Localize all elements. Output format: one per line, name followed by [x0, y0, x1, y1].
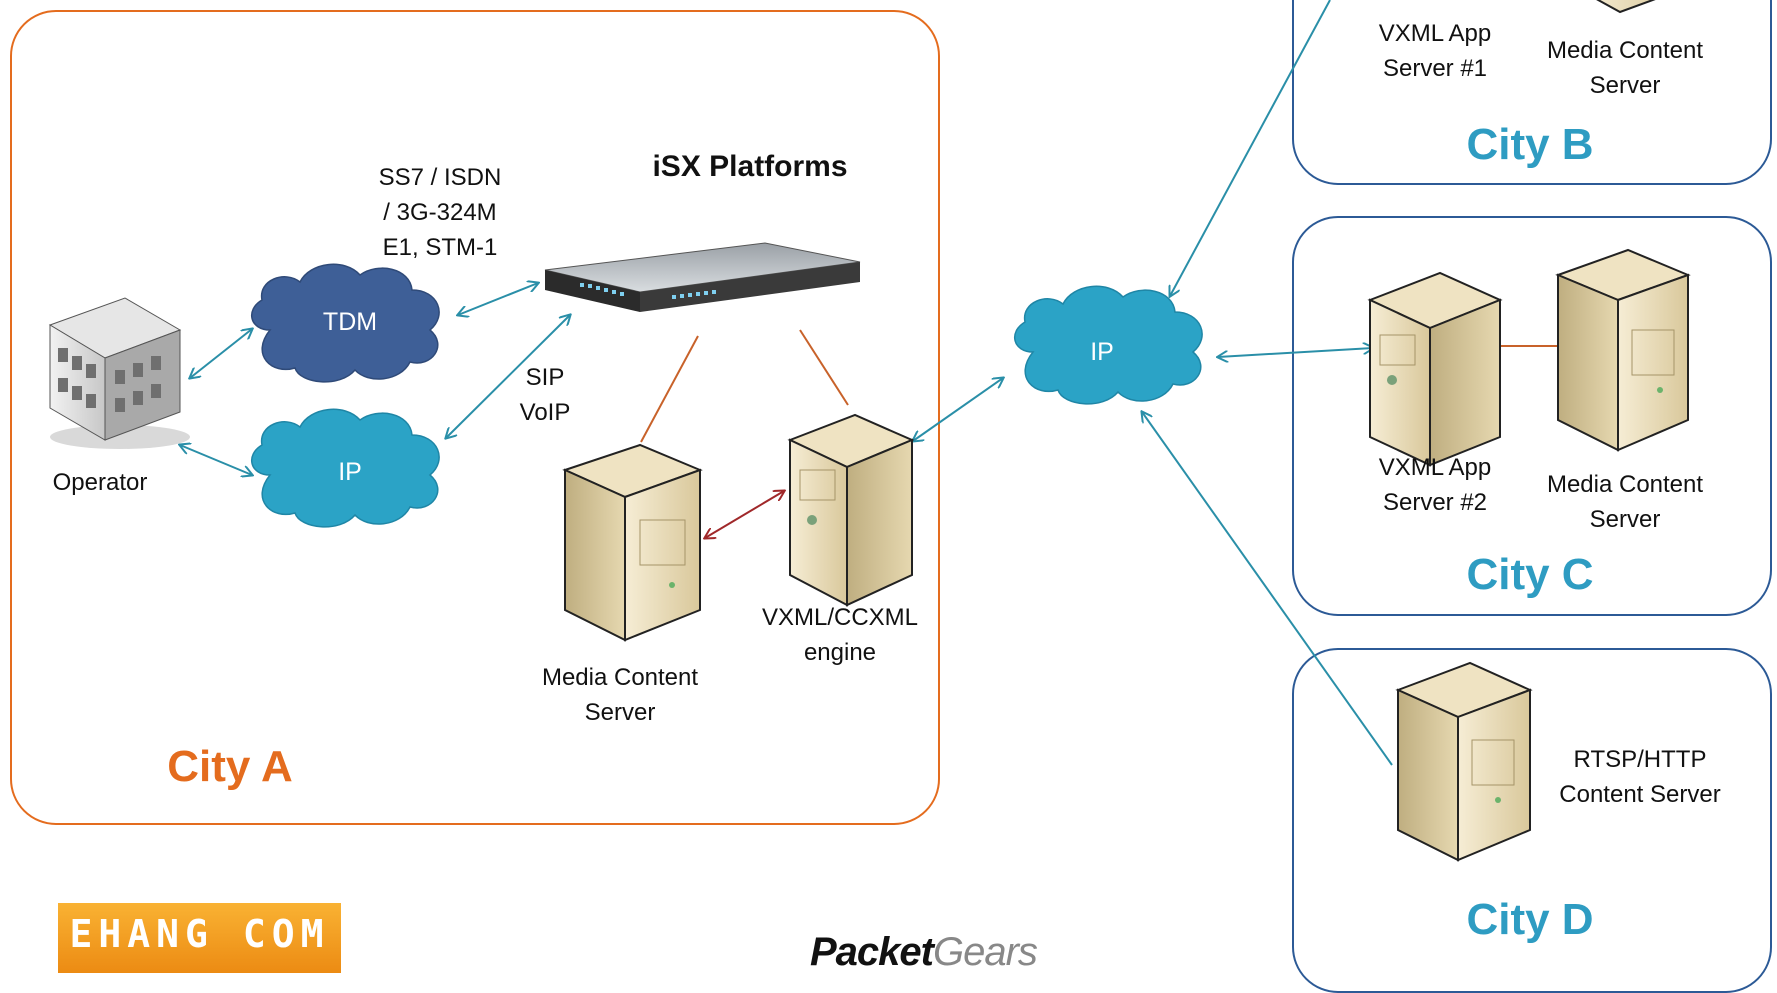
sip-link-label: SIP VoIP: [519, 364, 571, 426]
ip-cloud-a-label: IP: [338, 458, 362, 486]
ip-core-cloud-label: IP: [1090, 338, 1114, 366]
tdm-link-label: SS7 / ISDN / 3G-324M E1, STM-1: [378, 164, 502, 261]
city-d-title: City D: [1466, 895, 1594, 944]
link-operator-ip: [180, 445, 252, 475]
packetgears-logo-light: Gears: [932, 930, 1038, 974]
vxml-engine-label: VXML/CCXML engine: [761, 604, 919, 666]
vxml-app-2-label: VXML App Server #2: [1378, 454, 1492, 516]
isx-platform-icon: [544, 242, 861, 312]
city-b-title: City B: [1466, 120, 1594, 169]
operator-building-icon: [48, 297, 190, 449]
link-operator-tdm: [190, 329, 252, 378]
media-server-a-label: Media Content Server: [541, 664, 699, 726]
link-engine-ipcore: [913, 378, 1003, 441]
link-tdm-isx: [458, 283, 538, 315]
media-server-b-label: Media Content Server: [1546, 37, 1704, 99]
tdm-cloud-icon: [251, 263, 440, 383]
link-media-engine: [705, 491, 784, 538]
city-d-region: [1292, 648, 1772, 993]
ehangcom-logo-text: EHANG COM: [69, 912, 330, 956]
city-c-title: City C: [1466, 550, 1594, 599]
vxml-app-1-label: VXML App Server #1: [1378, 20, 1492, 82]
packetgears-logo-bold: Packet: [810, 930, 934, 974]
city-b-region: [1292, 0, 1772, 185]
media-server-c-label: Media Content Server: [1546, 471, 1704, 533]
link-ipcore-vxml1: [1170, 0, 1331, 296]
vxml-app-2-icon: [1367, 271, 1503, 467]
ehangcom-logo: EHANG COM: [58, 903, 341, 973]
packetgears-logo: PacketGears: [810, 930, 1050, 975]
ip-core-cloud-icon: [1014, 285, 1203, 405]
link-ipcore-vxml2: [1218, 348, 1373, 357]
network-diagram-canvas: [48, 0, 1691, 862]
vxml-engine-icon: [787, 413, 915, 607]
media-server-c-icon: [1555, 248, 1691, 452]
rtsp-server-icon: [1395, 661, 1533, 862]
isx-platforms-title: iSX Platforms: [652, 150, 848, 183]
city-a-title: City A: [167, 742, 293, 791]
rtsp-server-label: RTSP/HTTP Content Server: [1559, 746, 1721, 808]
tdm-cloud-label: TDM: [322, 308, 378, 336]
link-ip-isx: [446, 315, 570, 438]
link-ipcore-rtsp: [1142, 412, 1393, 766]
media-server-b-icon: [1596, 0, 1656, 14]
ip-cloud-a-icon: [251, 408, 440, 528]
media-server-a-icon: [562, 443, 703, 642]
link-isx-media: [640, 335, 699, 443]
link-isx-engine: [799, 329, 849, 406]
operator-label: Operator: [52, 469, 148, 496]
